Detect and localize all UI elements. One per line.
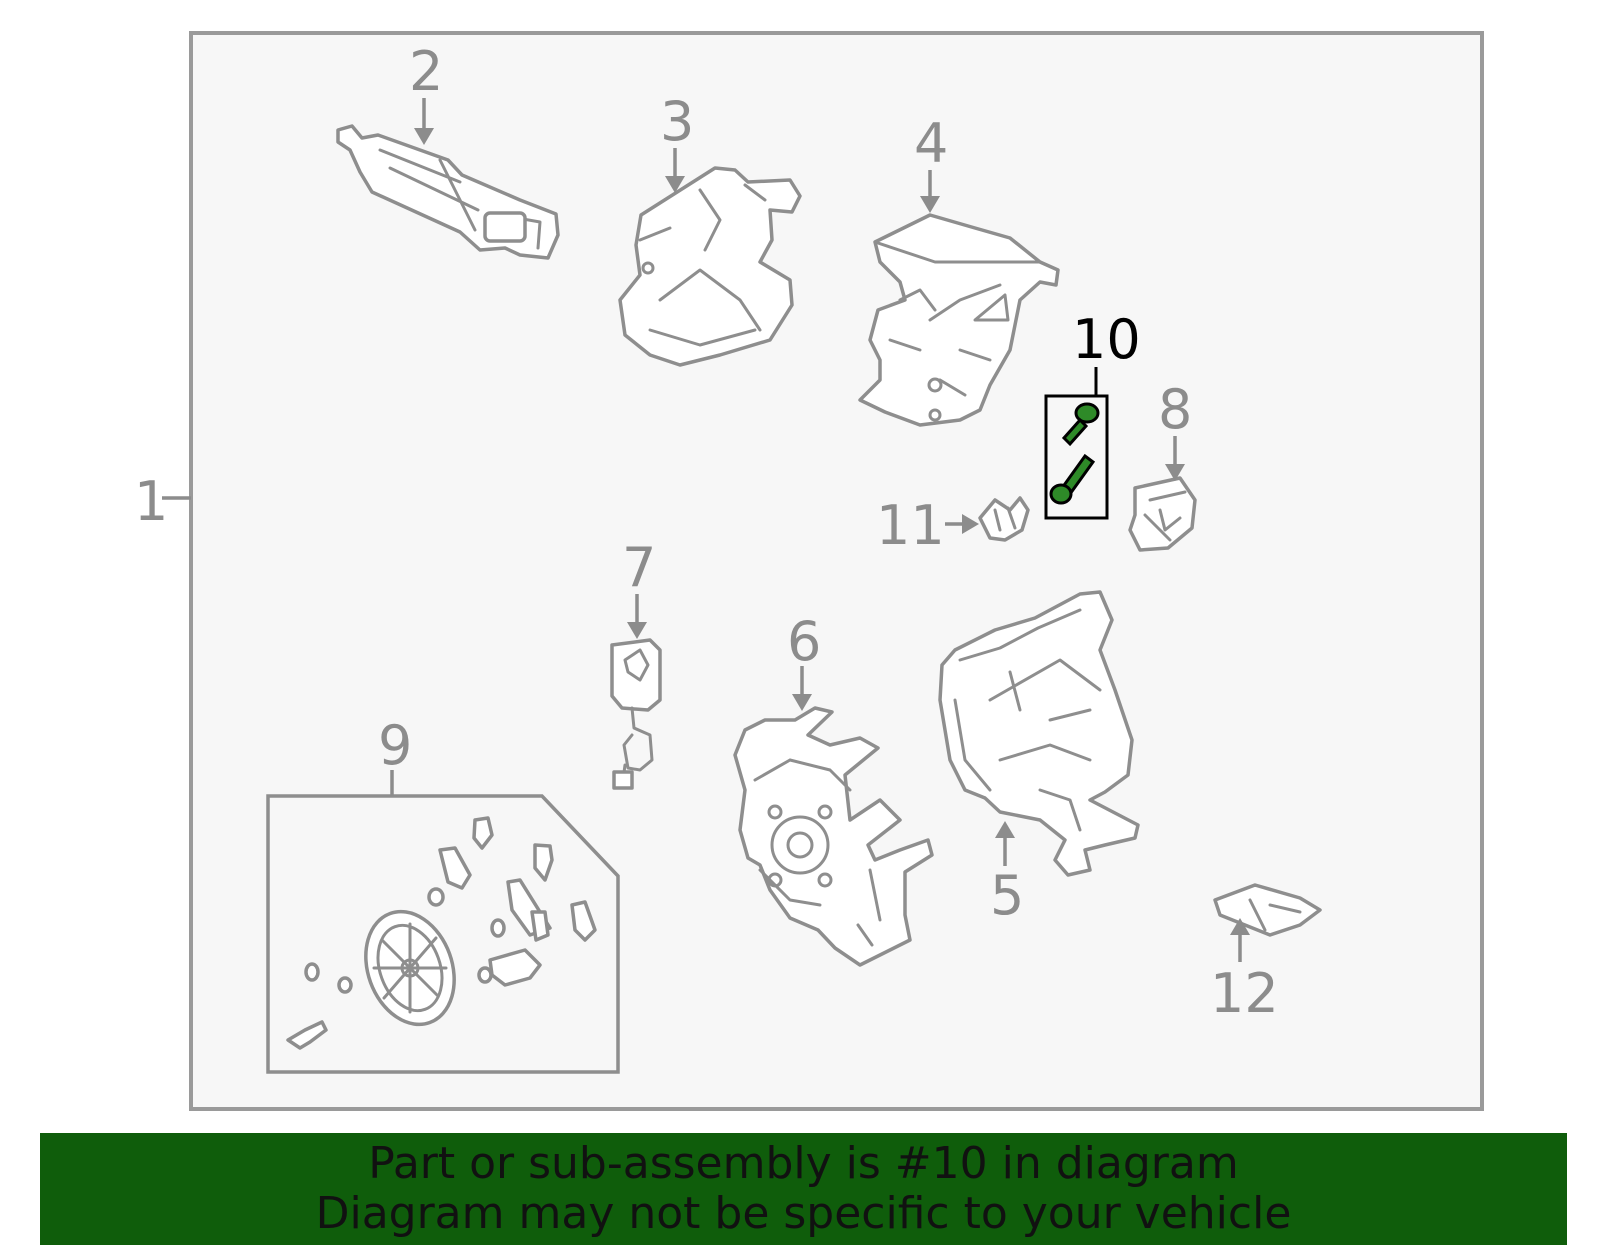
callout-10[interactable]: 10 [1072,308,1141,371]
part-6-drawing: 6 [733,610,934,967]
part-11-drawing: 11 [876,494,1030,557]
screw-upper-icon [1061,402,1100,447]
callout-7[interactable]: 7 [622,536,656,599]
part-4-drawing: 4 [858,112,1060,427]
part-9-drawing: 9 [266,714,620,1074]
callout-6[interactable]: 6 [787,610,821,673]
banner-line-1: Part or sub-assembly is #10 in diagram [368,1138,1239,1189]
part-7-drawing: 7 [610,536,662,790]
callout-1[interactable]: 1 [134,470,168,533]
part-5-drawing: 5 [938,590,1140,927]
callout-5[interactable]: 5 [990,864,1024,927]
callout-8[interactable]: 8 [1158,378,1192,441]
part-9-kit-box [266,794,620,1074]
info-banner: Part or sub-assembly is #10 in diagram D… [40,1133,1567,1245]
banner-line-2: Diagram may not be specific to your vehi… [315,1188,1292,1239]
part-10-highlight-box [1044,394,1109,520]
part-8-drawing: 8 [1128,378,1197,552]
part-10-drawing: 10 [1044,308,1141,520]
small-parts-icon [286,816,597,1050]
part-12-drawing: 12 [1210,883,1322,1025]
callout-4[interactable]: 4 [914,112,948,175]
callout-12[interactable]: 12 [1210,962,1279,1025]
part-3-drawing: 3 [618,90,802,367]
callout-2[interactable]: 2 [409,40,443,103]
callout-9[interactable]: 9 [378,714,412,777]
screw-lower-icon [1049,453,1096,505]
part-2-drawing: 2 [336,40,560,260]
fan-wheel-icon [364,909,456,1027]
callout-3[interactable]: 3 [660,90,694,153]
callout-11[interactable]: 11 [876,494,945,557]
